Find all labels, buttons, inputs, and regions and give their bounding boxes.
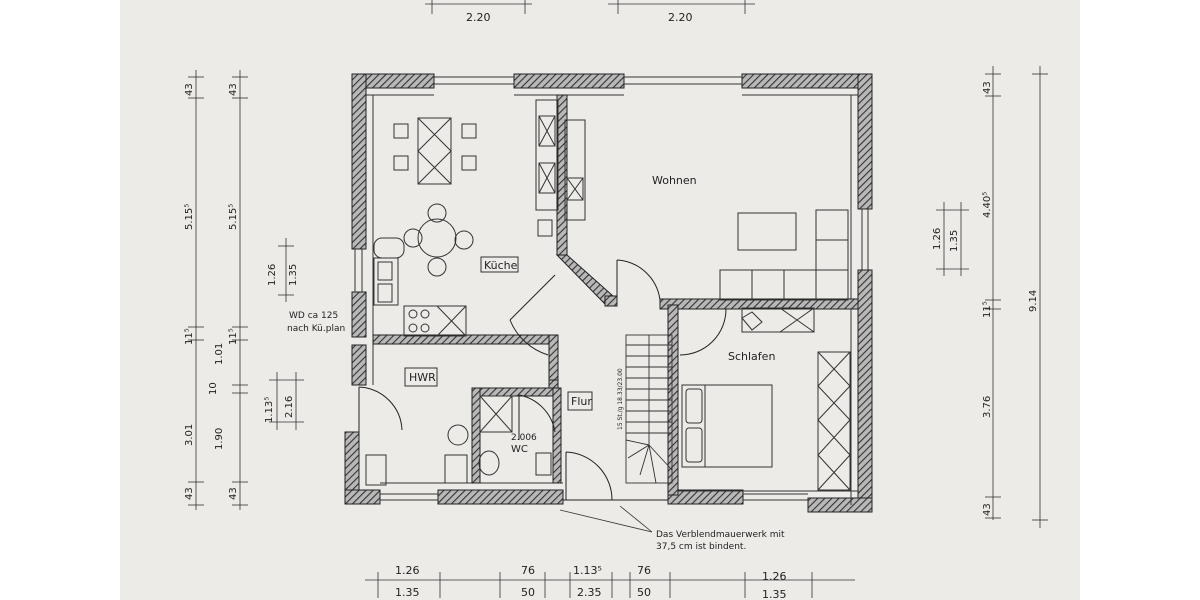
dim-left-inner-2: 1.35 bbox=[288, 264, 299, 286]
dim-top-right: 2.20 bbox=[668, 11, 693, 24]
room-labels: Wohnen Küche Schlafen HWR Flur WC 2.006 bbox=[404, 174, 775, 455]
room-label-wohnen: Wohnen bbox=[652, 174, 697, 187]
room-label-schlafen: Schlafen bbox=[728, 350, 775, 363]
masonry-note-line1: Das Verblendmauerwerk mit bbox=[656, 530, 785, 540]
bath-fixtures bbox=[365, 395, 552, 486]
dim-bottom-2-4: 1.35 bbox=[762, 588, 787, 600]
dim-left-outer-0: 43 bbox=[184, 83, 195, 96]
room-label-hwr: HWR bbox=[409, 371, 436, 384]
dim-left-inner-7: 1.90 bbox=[214, 428, 225, 450]
dimension-lines bbox=[188, 0, 1048, 598]
room-label-flur: Flur bbox=[571, 395, 592, 408]
interior-walls bbox=[372, 94, 859, 496]
dim-right-outer-5: 43 bbox=[982, 503, 993, 516]
room-label-kueche: Küche bbox=[484, 259, 518, 272]
dim-right-outer-3: 11⁵ bbox=[982, 301, 993, 318]
dim-bottom-1-3: 76 bbox=[637, 564, 651, 577]
wc-area-label: 2.006 bbox=[511, 433, 537, 443]
wd-note-line2: nach Kü.plan bbox=[287, 324, 345, 334]
dim-right-outer-0: 43 bbox=[982, 81, 993, 94]
masonry-note-line2: 37,5 cm ist bindent. bbox=[656, 542, 746, 552]
windows bbox=[354, 76, 869, 501]
dim-left-inner-4: 11⁵ bbox=[228, 328, 239, 345]
dimension-texts: 2.20 2.20 43 5.15⁵ 11⁵ 3.01 43 43 5.15⁵ … bbox=[184, 11, 1039, 600]
dim-left-inner-10: 43 bbox=[228, 487, 239, 500]
dim-bottom-2-1: 50 bbox=[521, 586, 535, 599]
dim-left-inner-3: 1.26 bbox=[267, 264, 278, 286]
dim-left-outer-4: 43 bbox=[184, 487, 195, 500]
dim-left-inner-8: 1.13⁵ bbox=[264, 397, 275, 423]
dim-bottom-2-0: 1.35 bbox=[395, 586, 420, 599]
dim-left-inner-0: 43 bbox=[228, 83, 239, 96]
dim-top-left: 2.20 bbox=[466, 11, 491, 24]
dim-left-inner-6: 10 bbox=[208, 382, 219, 395]
dim-bottom-1-1: 76 bbox=[521, 564, 535, 577]
dim-right-inner-1: 1.35 bbox=[949, 230, 960, 252]
stair-note: 15 St./g 18.33/23.00 bbox=[617, 368, 624, 430]
dim-right-outer-2: 9.14 bbox=[1028, 290, 1039, 312]
notes: WD ca 125 nach Kü.plan 15 St./g 18.33/23… bbox=[287, 311, 785, 552]
dim-left-inner-9: 2.16 bbox=[284, 396, 295, 418]
stairs bbox=[625, 334, 673, 484]
wd-note-line1: WD ca 125 bbox=[289, 311, 338, 321]
dim-right-outer-4: 3.76 bbox=[982, 396, 993, 418]
dim-right-inner-0: 1.26 bbox=[932, 228, 943, 250]
dim-bottom-2-3: 50 bbox=[637, 586, 651, 599]
dim-bottom-1-4: 1.26 bbox=[762, 570, 787, 583]
dim-left-outer-1: 5.15⁵ bbox=[184, 204, 195, 230]
dim-right-outer-1: 4.40⁵ bbox=[982, 192, 993, 218]
dim-bottom-1-0: 1.26 bbox=[395, 564, 420, 577]
bedroom-furniture bbox=[681, 307, 851, 491]
right-margin bbox=[1080, 0, 1200, 600]
kitchen-furniture bbox=[373, 99, 586, 337]
outer-walls bbox=[344, 73, 873, 513]
dim-left-inner-5: 1.01 bbox=[214, 343, 225, 365]
dim-left-inner-1: 5.15⁵ bbox=[228, 204, 239, 230]
dim-bottom-2-2: 2.35 bbox=[577, 586, 602, 599]
left-margin bbox=[0, 0, 120, 600]
room-label-wc: WC bbox=[511, 444, 528, 455]
doors bbox=[358, 259, 727, 501]
dim-bottom-1-2: 1.13⁵ bbox=[573, 564, 602, 577]
dim-left-outer-2: 11⁵ bbox=[184, 328, 195, 345]
living-furniture bbox=[719, 209, 849, 301]
dim-left-outer-3: 3.01 bbox=[184, 424, 195, 446]
